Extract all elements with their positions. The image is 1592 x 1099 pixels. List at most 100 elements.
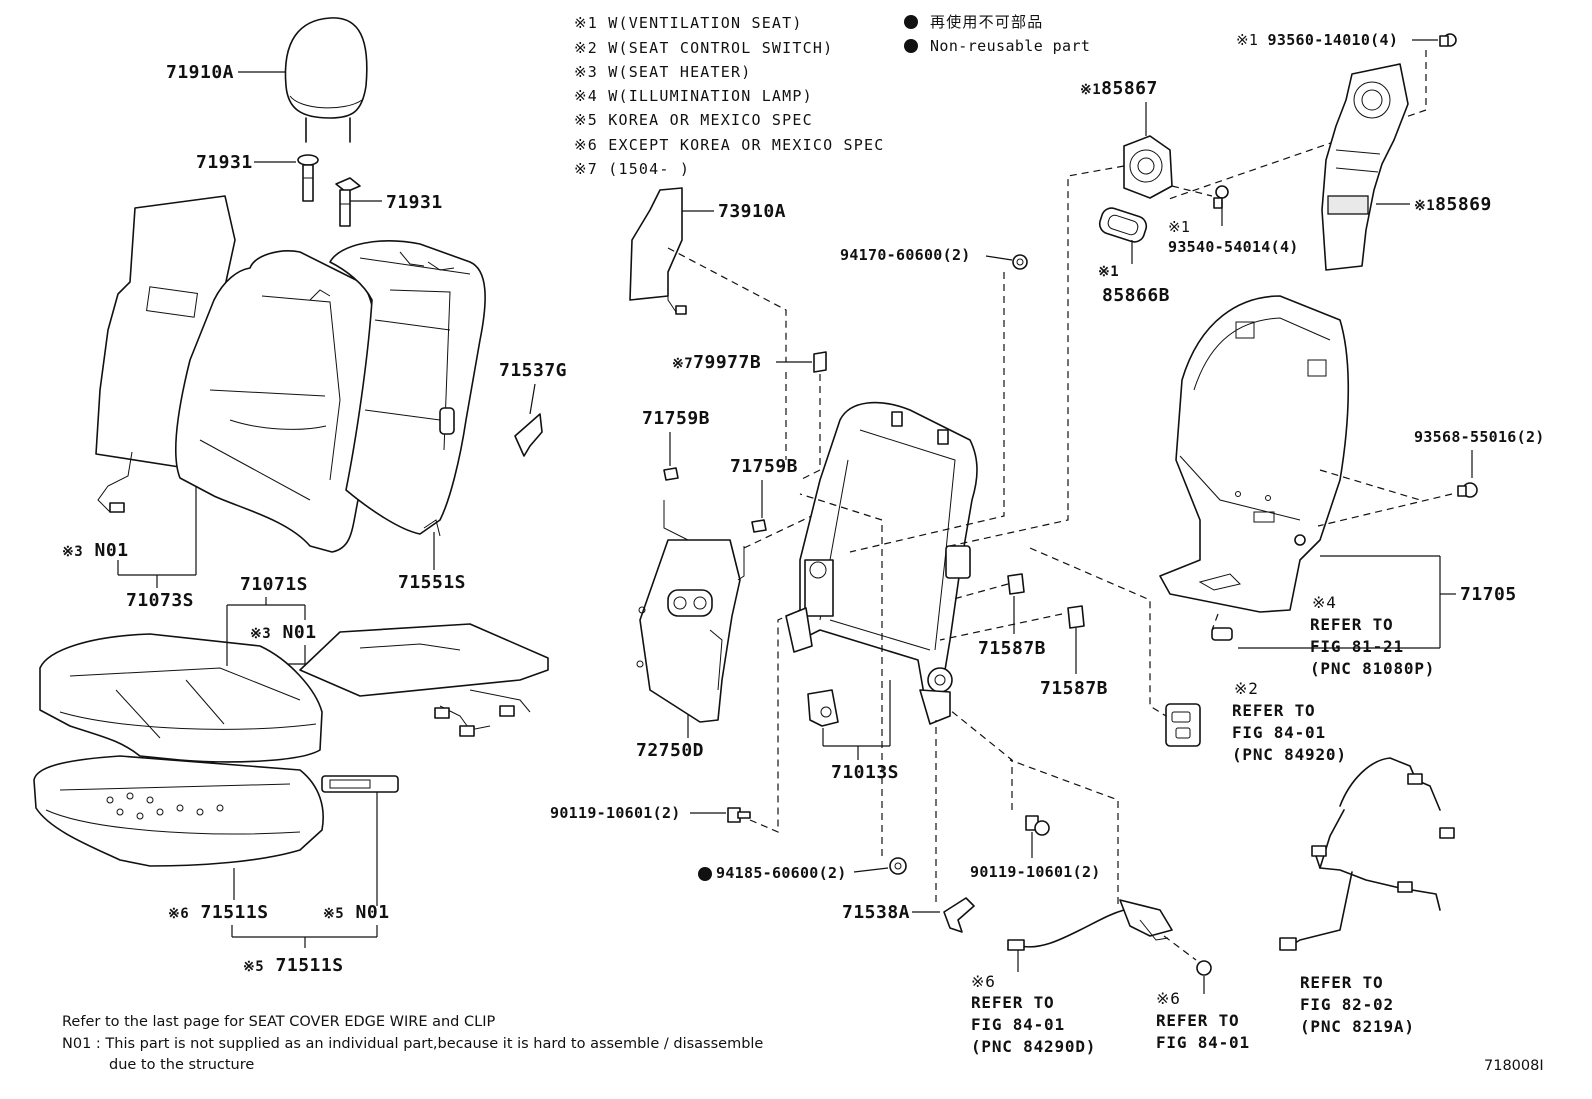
label-71910A: 71910A (166, 62, 234, 83)
bracket-71587B-a (1007, 573, 1025, 595)
mark-1-93540: ※1 (1168, 218, 1190, 236)
frame-cover-clip (943, 897, 975, 933)
non-reusable-dot-icon (698, 867, 712, 881)
bolt-90119-a (727, 807, 751, 823)
notes-block: ※1 W(VENTILATION SEAT) ※2 W(SEAT CONTROL… (574, 14, 884, 178)
label-93568: 93568-55016(2) (1414, 428, 1545, 446)
label-90119-b: 90119-10601(2) (970, 863, 1101, 881)
screw-93568 (1457, 482, 1478, 498)
label-71537G: 71537G (499, 360, 567, 381)
seatback-cover (329, 240, 486, 537)
footnote-2: N01 : This part is not supplied as an in… (62, 1036, 763, 1052)
ref-8219A-line1: REFER TO (1300, 973, 1383, 992)
label-71587B-a: 71587B (978, 638, 1046, 659)
note-4: ※4 W(ILLUMINATION LAMP) (574, 87, 813, 105)
seatback-side-cover (629, 187, 687, 315)
ref-8401-line2: FIG 84-01 (1156, 1033, 1250, 1052)
mark-7-79977B: ※779977B (672, 352, 761, 373)
ref-84920-line3: (PNC 84920) (1232, 745, 1347, 764)
note-1: ※1 W(VENTILATION SEAT) (574, 14, 803, 32)
label-71071S: 71071S (240, 574, 308, 595)
lumbar-support-plate (636, 500, 745, 723)
seat-cushion-pad (33, 755, 324, 867)
non-reusable-dot-icon (904, 39, 918, 53)
label-94185: 94185-60600(2) (716, 864, 847, 882)
label-71013S: 71013S (831, 762, 899, 783)
label-71538A: 71538A (842, 902, 910, 923)
nut-94185 (889, 857, 907, 875)
clip-71759B-b (751, 519, 767, 533)
ref-84920-line1: REFER TO (1232, 701, 1315, 720)
ref-8219A-line2: FIG 82-02 (1300, 995, 1394, 1014)
mark-1-85866B: ※1 (1098, 264, 1119, 280)
label-73910A: 73910A (718, 201, 786, 222)
label-71759B-a: 71759B (642, 408, 710, 429)
label-93540: 93540-54014(4) (1168, 238, 1299, 256)
headrest (284, 17, 368, 143)
bolt-lower (1196, 960, 1212, 976)
ref-81-line3: (PNC 81080P) (1310, 659, 1435, 678)
note-5: ※5 KOREA OR MEXICO SPEC (574, 111, 813, 129)
label-85866B: 85866B (1102, 285, 1170, 306)
ref-84290D-line2: FIG 84-01 (971, 1015, 1065, 1034)
seatback-board (1159, 295, 1350, 613)
figure-id: 718008I (1484, 1058, 1544, 1074)
note-2: ※2 W(SEAT CONTROL SWITCH) (574, 39, 833, 57)
bracket-71587B-b (1067, 605, 1085, 629)
nut-94170 (1012, 254, 1028, 270)
label-71551S: 71551S (398, 572, 466, 593)
seat-control-switch (1165, 703, 1201, 747)
label-72750D: 72750D (636, 740, 704, 761)
seatback-wire-harness (1279, 757, 1455, 951)
mark-3-n01: ※3 N01 (62, 540, 129, 561)
ref-84290D-line1: REFER TO (971, 993, 1054, 1012)
ref-84920-mark: ※2 (1234, 679, 1259, 698)
ref-8219A-line3: (PNC 8219A) (1300, 1017, 1415, 1036)
mark-5-n01: ※5 N01 (323, 902, 390, 923)
ref-81-line1: REFER TO (1310, 615, 1393, 634)
legend: 再使用不可部品 Non-reusable part (904, 13, 1090, 55)
ref-84920-line2: FIG 84-01 (1232, 723, 1326, 742)
note-3: ※3 W(SEAT HEATER) (574, 63, 751, 81)
label-71587B-b: 71587B (1040, 678, 1108, 699)
ventilation-duct (1321, 63, 1409, 271)
frame-bracket (807, 689, 839, 727)
headrest-support-1 (297, 154, 319, 202)
screw-93540 (1213, 185, 1229, 209)
clip-71759B-a (663, 467, 679, 481)
label-85869: ※185869 (1414, 194, 1492, 215)
label-71931-a: 71931 (196, 152, 253, 173)
seatback-cushion (174, 250, 377, 553)
seat-cushion-bracket (321, 775, 399, 793)
footnote-1: Refer to the last page for SEAT COVER ED… (62, 1014, 495, 1030)
label-71931-b: 71931 (386, 192, 443, 213)
illumination-lamp (1211, 627, 1233, 641)
screw-93560 (1439, 33, 1457, 47)
fan-duct-seal (1098, 207, 1148, 243)
ref-8401-line1: REFER TO (1156, 1011, 1239, 1030)
label-85867: ※185867 (1080, 78, 1158, 99)
label-71759B-b: 71759B (730, 456, 798, 477)
clip-79977B (813, 351, 827, 373)
headrest-support-2 (335, 177, 361, 227)
legend-jp: 再使用不可部品 (930, 13, 1043, 31)
label-93560: ※1 93560-14010(4) (1236, 31, 1398, 49)
ventilation-fan (1123, 135, 1173, 199)
mark-5-71511S: ※5 71511S (243, 955, 344, 976)
seat-cushion-cover (39, 633, 323, 763)
label-71705: 71705 (1460, 584, 1517, 605)
non-reusable-dot-icon (904, 15, 918, 29)
mark-3-n01-b: ※3 N01 (250, 622, 317, 643)
note-7: ※7 (1504- ) (574, 160, 690, 178)
seatback-cover-clip (514, 413, 543, 457)
seat-heater-pad (299, 623, 549, 737)
ref-81-mark: ※4 (1312, 593, 1337, 612)
mark-6-71511S: ※6 71511S (168, 902, 269, 923)
ref-84290D-line3: (PNC 84290D) (971, 1037, 1096, 1056)
label-71073S: 71073S (126, 590, 194, 611)
note-6: ※6 EXCEPT KOREA OR MEXICO SPEC (574, 136, 884, 154)
legend-en: Non-reusable part (930, 37, 1090, 55)
lower-wire-harness (1007, 899, 1173, 951)
ref-81-line2: FIG 81-21 (1310, 637, 1404, 656)
